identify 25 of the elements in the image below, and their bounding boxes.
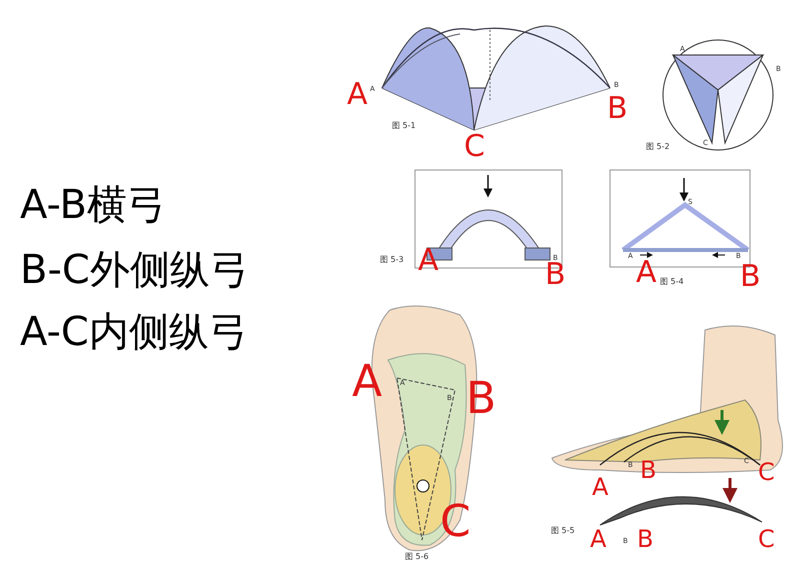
point-label: A (418, 246, 439, 276)
figure-caption: 图 5-1 (392, 122, 416, 130)
arch-label: A-B横弓 (20, 185, 167, 225)
arch-label: A-C内侧纵弓 (20, 312, 249, 352)
point-label: B (466, 377, 496, 421)
point-label: A (352, 360, 382, 404)
point-label: C (758, 460, 775, 484)
figure-caption: 图 5-5 (551, 527, 575, 535)
point-label: B (740, 262, 761, 292)
point-label: C (758, 527, 775, 551)
arch-label: B-C外侧纵弓 (20, 250, 250, 290)
figure-caption: 图 5-6 (405, 553, 429, 561)
point-label: C (440, 500, 471, 544)
figure-caption: 图 5-3 (380, 256, 404, 264)
figure-caption: 图 5-2 (646, 143, 670, 151)
point-label: B (640, 458, 656, 482)
point-label: A (347, 80, 368, 110)
point-label: B (545, 260, 566, 290)
point-label: C (464, 132, 485, 162)
point-label: B (637, 527, 654, 551)
figure-caption: 图 5-4 (660, 278, 684, 286)
point-label: A (590, 527, 606, 551)
point-label: A (636, 258, 657, 288)
point-label: B (607, 94, 628, 124)
point-label: A (592, 475, 608, 499)
